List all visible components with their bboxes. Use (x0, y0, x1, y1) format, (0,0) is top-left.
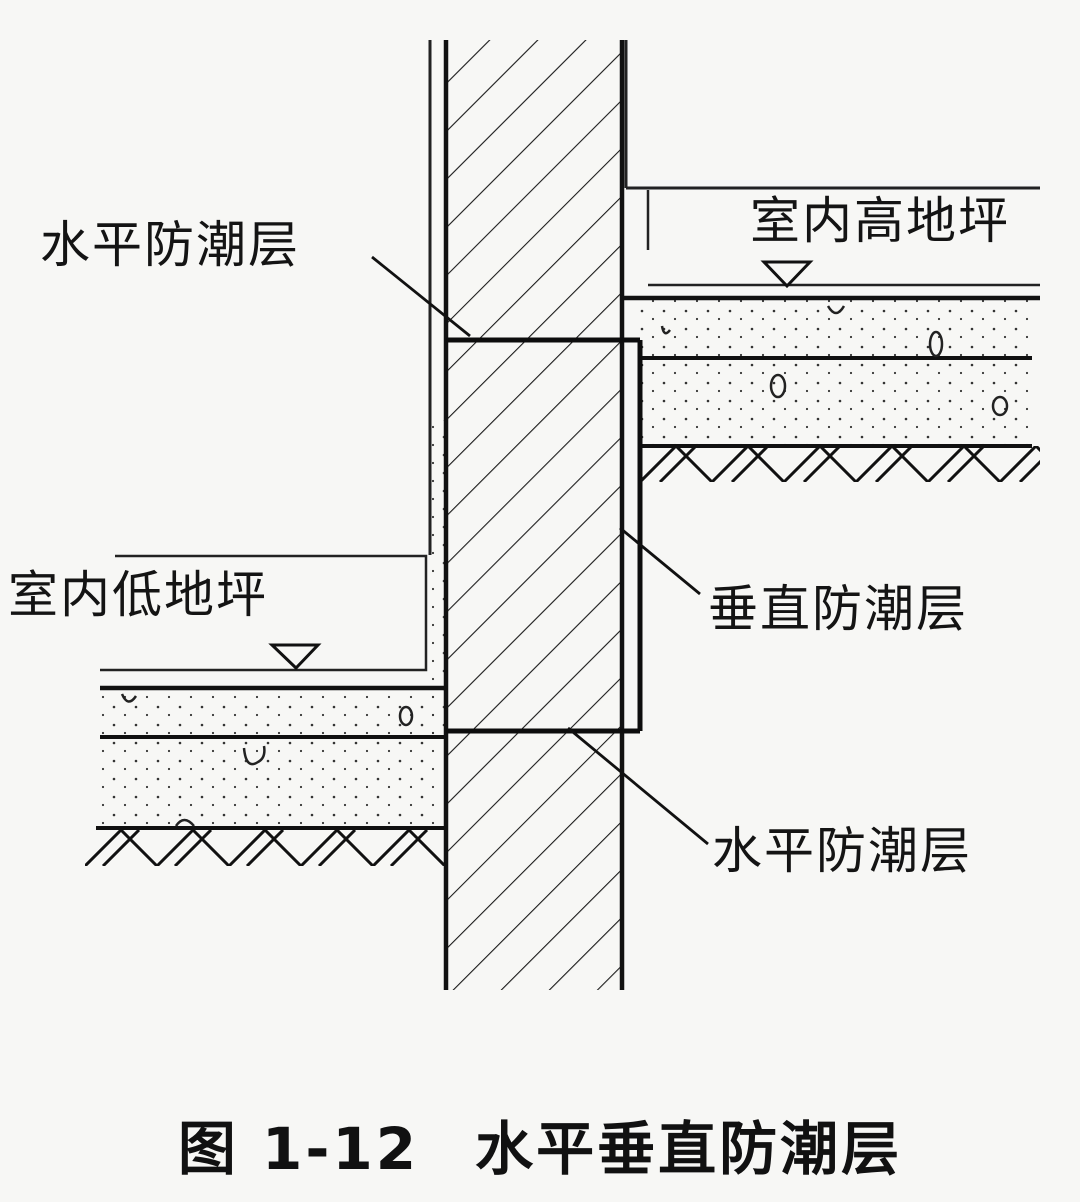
plaster-dots (432, 420, 444, 740)
label-horizontal-dpc-top: 水平防潮层 (40, 216, 300, 274)
leader-lines (371, 255, 709, 846)
label-vertical-dpc: 垂直防潮层 (708, 580, 968, 638)
damp-proof-course-diagram (85, 40, 1040, 990)
caption-title: 水平垂直防潮层 (475, 1115, 903, 1183)
label-indoor-low-floor: 室内低地坪 (8, 566, 268, 624)
caption-number: 图 1-12 (177, 1115, 420, 1183)
label-indoor-high-floor: 室内高地坪 (750, 192, 1010, 250)
low-floor-slab (96, 554, 446, 830)
level-marker-low (268, 643, 322, 671)
ground-hatch-right (640, 446, 1040, 482)
ground-hatch-left (85, 830, 445, 866)
wall-plaster (428, 40, 1040, 555)
high-floor-slab (622, 190, 1040, 448)
label-horizontal-dpc-bottom: 水平防潮层 (712, 822, 972, 880)
level-marker-high (760, 260, 814, 289)
brick-wall (443, 40, 625, 990)
